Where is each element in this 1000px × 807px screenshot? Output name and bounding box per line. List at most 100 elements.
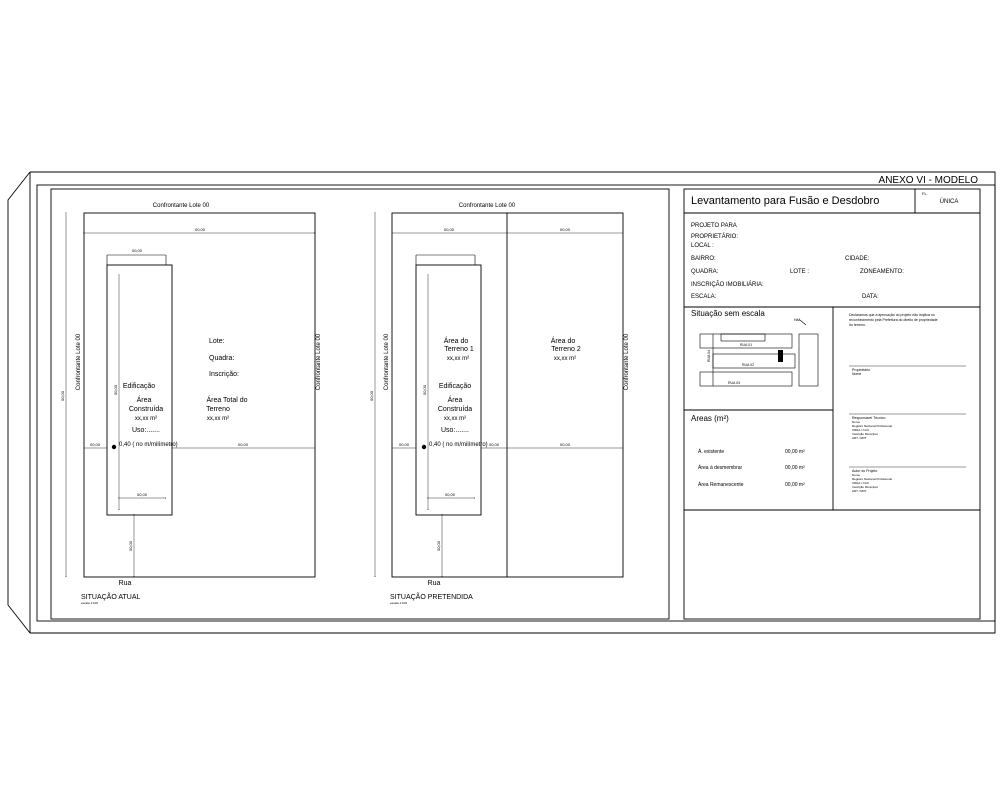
sig1-name: Proprietário xyxy=(852,368,870,372)
sig3-title: Autor do Projeto xyxy=(852,469,877,473)
sheet-value: ÚNICA xyxy=(940,198,959,205)
right-level-text: 0,40 ( no m/milímetro) xyxy=(429,442,488,448)
right-dim-lot2-width: 00,00 xyxy=(560,227,571,232)
field-quadra: QUADRA: xyxy=(691,269,719,275)
right-caption: SITUAÇÃO PRETENDIDA xyxy=(390,592,473,601)
left-area-value: xx,xx m² xyxy=(135,416,157,422)
areas-row-1-label: Á. existente xyxy=(698,448,724,455)
left-lote: Lote: xyxy=(209,338,225,345)
right-construida: Construída xyxy=(438,406,472,413)
declaracao-line-2: reconhecimento pela Prefeitura do direit… xyxy=(849,318,938,322)
sig3-line-4: Inscrição Municipal xyxy=(852,485,878,489)
right-dim-building-bottom: 00,00 xyxy=(445,492,456,497)
right-level-marker xyxy=(421,444,427,450)
right-drawing: 00,00 00,00 00,00 00,00 00,00 00,00 00,0… xyxy=(369,203,630,605)
location-map: RUA 01 RUA 02 RUA 03 RUA 04 xyxy=(699,333,819,387)
terreno2-value: xx,xx m² xyxy=(554,356,576,362)
field-escala: ESCALA: xyxy=(691,294,717,300)
right-caption-scale: escala 1:100 xyxy=(390,601,407,605)
areas-title: Areas (m²) xyxy=(691,414,729,423)
declaracao-line-1: Declaramos que a aprovação do projeto nã… xyxy=(849,313,935,317)
sig2-line-2: Registro Nacional Profissional xyxy=(852,424,892,428)
left-lot-outline xyxy=(83,212,316,578)
field-projeto-para: PROJETO PARA xyxy=(691,223,737,229)
annex-label: ANEXO VI - MODELO xyxy=(879,175,979,186)
left-inscricao: Inscrição: xyxy=(209,371,239,378)
field-bairro: BAIRRO: xyxy=(691,256,716,262)
field-cidade: CIDADE: xyxy=(845,256,870,262)
left-left-label: Confrontante Lote 00 xyxy=(76,333,82,390)
left-level-text: 0,40 ( no m/milímetro) xyxy=(119,442,178,448)
left-right-label: Confrontante Lote 00 xyxy=(316,333,322,390)
left-area-total-value: xx,xx m² xyxy=(207,416,229,422)
sheet-frame xyxy=(7,171,996,634)
terreno1-line2: Terreno 1 xyxy=(444,346,474,353)
sig2-line-3: CREA / CAU xyxy=(852,428,869,432)
title-block: Levantamento para Fusão e Desdobro FL. Ú… xyxy=(683,188,981,620)
situacao-title: Situação sem escala xyxy=(691,309,765,318)
location-marker xyxy=(778,350,783,362)
field-zoneamento: ZONEAMENTO: xyxy=(860,269,904,275)
areas-row-3-label: Área Remanescente xyxy=(698,481,744,488)
sig2-title: Responsável Técnico xyxy=(852,416,885,420)
left-level-marker xyxy=(111,444,117,450)
map-rua3: RUA 03 xyxy=(728,381,740,385)
left-construida: Construída xyxy=(129,406,163,413)
areas-row-2-label: Área à desmembrar xyxy=(698,464,743,471)
field-lote: LOTE : xyxy=(790,269,809,275)
terreno2-line1: Área do xyxy=(551,336,576,345)
field-local: LOCAL : xyxy=(691,243,714,249)
left-area-total-2: Terreno xyxy=(206,406,230,413)
sig2-line-5: ART / RRT xyxy=(852,436,867,440)
left-dim-side-left: 00,00 xyxy=(90,442,101,447)
left-dim-overall-width: 00,00 xyxy=(195,227,206,232)
right-area-value: xx,xx m² xyxy=(444,416,466,422)
left-building xyxy=(106,264,173,516)
left-street: Rua xyxy=(119,580,132,587)
left-drawing: 00,00 00,00 00,00 00,00 00,00 00,00 00,0… xyxy=(60,203,322,605)
right-building xyxy=(415,264,482,516)
left-dim-front-setback: 00,00 xyxy=(128,540,133,551)
right-dim-side-left: 00,00 xyxy=(399,442,410,447)
right-dim-overall-height: 00,00 xyxy=(369,390,374,401)
field-proprietario: PROPRIETÁRIO: xyxy=(691,233,738,240)
right-area-label: Área xyxy=(448,395,463,404)
left-area-label: Área xyxy=(137,395,152,404)
inner-frame xyxy=(36,184,996,622)
sig2-line-4: Inscrição Municipal xyxy=(852,432,878,436)
left-caption: SITUAÇÃO ATUAL xyxy=(81,592,140,601)
drawing-area-frame xyxy=(50,188,670,620)
declaracao-line-3: do terreno. xyxy=(849,323,866,327)
sig3-line-1: Nome xyxy=(852,473,860,477)
left-uso: Uso:....... xyxy=(132,427,160,434)
left-caption-scale: escala 1:100 xyxy=(81,601,98,605)
sig1-sub: Nome xyxy=(852,372,861,376)
terreno1-line1: Área do xyxy=(444,336,469,345)
sig3-line-5: ART / RRT xyxy=(852,489,867,493)
right-top-label: Confrontante Lote 00 xyxy=(459,203,516,209)
left-dim-side-right: 00,00 xyxy=(238,442,249,447)
areas-row-2-value: 00,00 m² xyxy=(785,465,805,471)
map-rua4: RUA 04 xyxy=(707,350,711,362)
map-rua1: RUA 01 xyxy=(740,343,752,347)
left-dim-overall-height: 00,00 xyxy=(60,390,65,401)
sig3-line-3: CREA / CAU xyxy=(852,481,869,485)
left-dim-building-width: 00,00 xyxy=(132,248,143,253)
left-dim-building-height: 00,00 xyxy=(113,384,118,395)
right-right-label: Confrontante Lote 00 xyxy=(624,333,630,390)
right-edificacao: Edificação xyxy=(439,383,471,390)
terreno1-value: xx,xx m² xyxy=(447,356,469,362)
right-street: Rua xyxy=(428,580,441,587)
left-area-total-1: Área Total do xyxy=(206,395,247,404)
map-rua2: RUA 02 xyxy=(742,363,754,367)
left-top-label: Confrontante Lote 00 xyxy=(153,203,210,209)
field-data: DATA: xyxy=(862,294,879,300)
sig2-line-1: Nome xyxy=(852,420,860,424)
left-edificacao: Edificação xyxy=(123,383,155,390)
right-dim-front-setback: 00,00 xyxy=(436,540,441,551)
right-left-label: Confrontante Lote 00 xyxy=(384,333,390,390)
sig3-line-2: Registro Nacional Profissional xyxy=(852,477,892,481)
title-text: Levantamento para Fusão e Desdobro xyxy=(691,195,879,207)
areas-row-3-value: 00,00 m² xyxy=(785,482,805,488)
